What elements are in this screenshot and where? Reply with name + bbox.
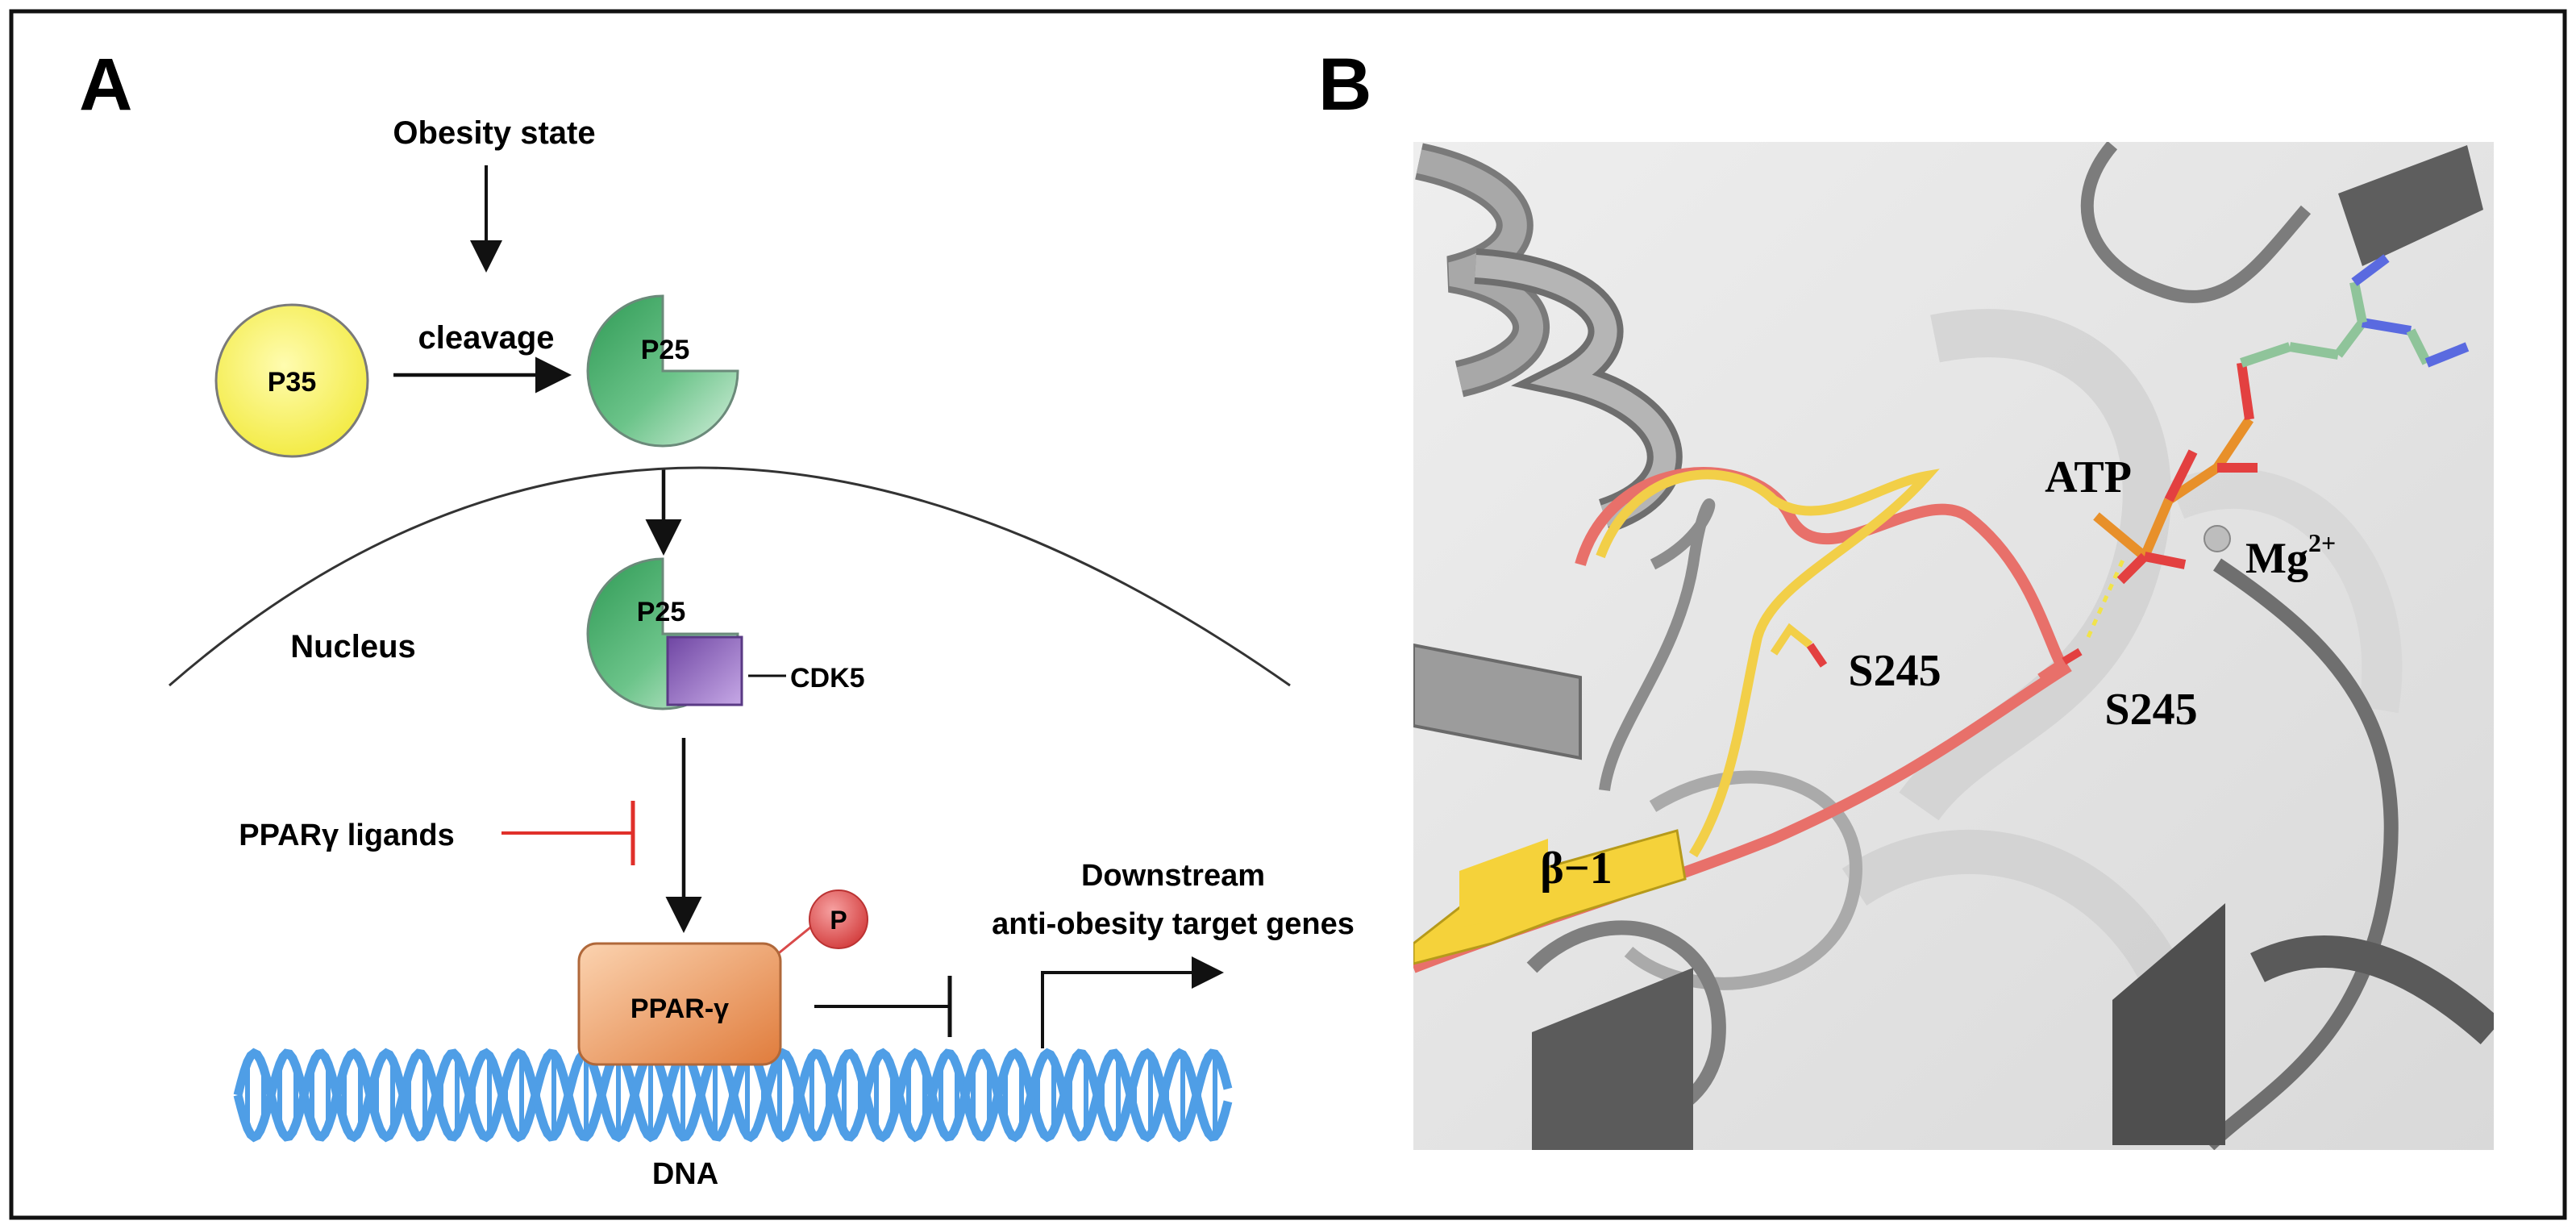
mg-charge: 2+ — [2308, 528, 2336, 557]
transcription-arrow — [1041, 956, 1224, 1048]
beta-strand-label: β−1 — [1540, 844, 1612, 894]
phospho-circle — [809, 889, 868, 949]
atp-sticks — [2093, 254, 2470, 585]
p25-complex-label: P25 — [637, 597, 686, 627]
downstream-label-line2: anti-obesity target genes — [992, 907, 1355, 941]
nucleus-membrane — [169, 466, 1291, 687]
p35-circle — [214, 303, 369, 458]
mg-ion — [2204, 525, 2231, 552]
figure-border — [9, 9, 2567, 1220]
mg-label: Mg2+ — [2245, 528, 2336, 582]
pparg-label: PPAR-γ — [630, 994, 729, 1024]
obesity-state-label: Obesity state — [393, 115, 595, 151]
dna-label: DNA — [652, 1157, 718, 1191]
protein-structure-render — [1413, 142, 2494, 1150]
p25-label: P25 — [641, 335, 690, 365]
pparg-box — [577, 942, 782, 1066]
cdk5-label: CDK5 — [790, 663, 865, 694]
s245-left-label: S245 — [1848, 646, 1941, 696]
mg-symbol: Mg — [2245, 534, 2308, 582]
dna-helix — [233, 1048, 1233, 1143]
cdk5-block — [666, 635, 743, 706]
s245-right-label: S245 — [2104, 685, 2197, 735]
panel-b-letter: B — [1318, 44, 1371, 126]
nucleus-label: Nucleus — [290, 629, 416, 664]
cleavage-label: cleavage — [418, 320, 554, 356]
ligands-label: PPARγ ligands — [239, 819, 454, 852]
phospho-label: P — [830, 906, 847, 935]
loop-yellow — [1596, 469, 1940, 858]
p25-shape — [586, 294, 739, 448]
p35-label: P35 — [268, 367, 317, 398]
downstream-label-line1: Downstream — [1081, 859, 1265, 893]
panel-b: B — [1318, 44, 2494, 1150]
atp-label: ATP — [2045, 452, 2132, 502]
panel-a-letter: A — [79, 44, 132, 126]
panel-a: A Obesity state P35 cleavage P25 Nucleus… — [79, 44, 1355, 1191]
